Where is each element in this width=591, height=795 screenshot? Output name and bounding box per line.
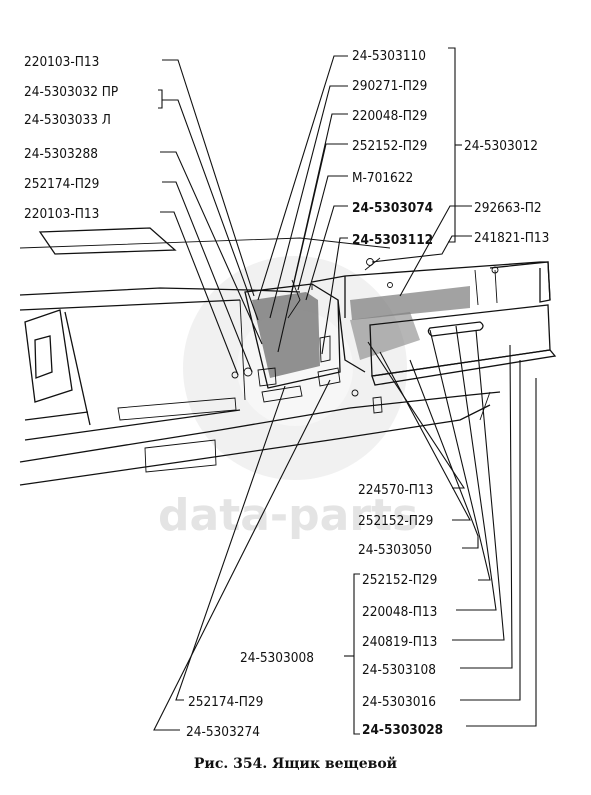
part-label-24-5303032: 24-5303032 ПР (24, 84, 118, 100)
labels-left: 220103-П13 24-5303032 ПР 24-5303033 Л 24… (24, 54, 118, 222)
part-label-241821-p13: 241821-П13 (474, 230, 549, 246)
part-label-group-24-5303008: 24-5303008 (240, 650, 314, 666)
leader-lines (153, 47, 537, 735)
part-label-24-5303050: 24-5303050 (358, 542, 432, 558)
labels-top: 24-5303110 290271-П29 220048-П29 252152-… (352, 48, 538, 248)
part-label-24-5303288: 24-5303288 (24, 146, 98, 162)
part-label-292663-p2: 292663-П2 (474, 200, 542, 216)
dashboard-outline (19, 227, 501, 486)
labels-bottom-left: 252174-П29 24-5303274 (186, 694, 263, 740)
part-label-24-5303112: 24-5303112 (352, 232, 433, 248)
part-label-24-5303108: 24-5303108 (362, 662, 436, 678)
labels-bottom-group: 252152-П29 220048-П13 240819-П13 24-5303… (240, 572, 443, 738)
part-label-220048-p29: 220048-П29 (352, 108, 427, 124)
part-label-24-5303074: 24-5303074 (352, 200, 433, 216)
labels-right: 292663-П2 241821-П13 (474, 200, 549, 246)
part-label-24-5303028: 24-5303028 (362, 722, 443, 738)
part-label-220103-p13-b: 220103-П13 (24, 206, 99, 222)
watermark-text: data-parts (158, 490, 418, 541)
figure-caption: Рис. 354. Ящик вещевой (193, 756, 398, 772)
part-label-252174-p29-a: 252174-П29 (24, 176, 99, 192)
labels-bottom-mid: 224570-П13 252152-П29 24-5303050 (358, 482, 433, 558)
part-label-240819-p13: 240819-П13 (362, 634, 437, 650)
part-label-252152-p29-bottom: 252152-П29 (362, 572, 437, 588)
part-label-220103-p13-a: 220103-П13 (24, 54, 99, 70)
part-label-220048-p13: 220048-П13 (362, 604, 437, 620)
part-label-24-5303016: 24-5303016 (362, 694, 436, 710)
part-label-24-5303274: 24-5303274 (186, 724, 260, 740)
part-label-252152-p29-mid: 252152-П29 (358, 513, 433, 529)
part-label-24-5303033: 24-5303033 Л (24, 112, 111, 128)
part-label-group-24-5303012: 24-5303012 (464, 138, 538, 154)
part-label-24-5303110: 24-5303110 (352, 48, 426, 64)
part-label-290271-p29: 290271-П29 (352, 78, 427, 94)
part-label-252174-p29-b: 252174-П29 (188, 694, 263, 710)
part-label-224570-p13: 224570-П13 (358, 482, 433, 498)
part-label-252152-p29-top: 252152-П29 (352, 138, 427, 154)
part-label-m-701622: М-701622 (352, 170, 413, 186)
glovebox-housing (231, 257, 557, 414)
